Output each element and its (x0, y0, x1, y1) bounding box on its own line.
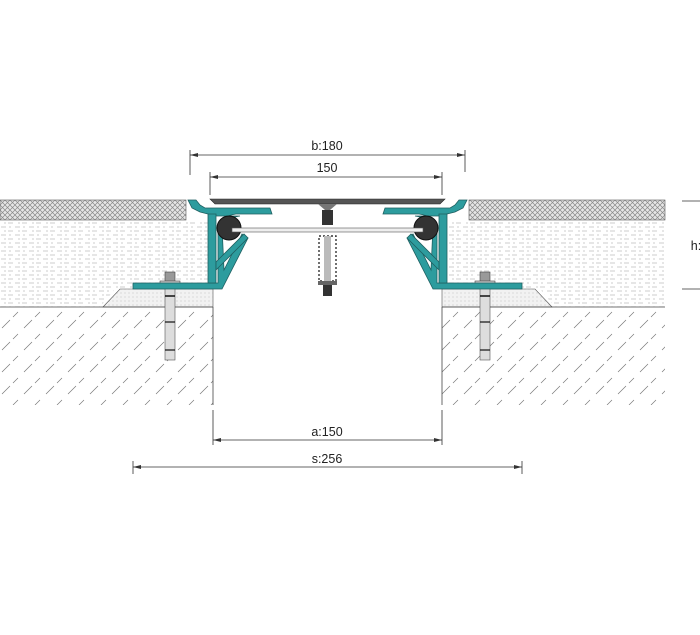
spring-screw (318, 204, 337, 296)
dimension-h: h: (682, 200, 700, 290)
right-slab (441, 199, 666, 405)
dimension-b-label: b:180 (311, 139, 342, 153)
dimension-inner: 150 (209, 161, 443, 195)
dimension-h-label: h: (691, 239, 700, 253)
dimension-s: s:256 (132, 452, 523, 474)
dimension-b: b:180 (189, 139, 466, 175)
dimension-s-label: s:256 (312, 452, 343, 466)
connecting-rod (231, 227, 424, 233)
cover-plate (209, 198, 446, 205)
left-slab (0, 199, 214, 405)
dimension-inner-label: 150 (317, 161, 338, 175)
dimension-a: a:150 (212, 410, 443, 445)
dimension-a-label: a:150 (311, 425, 342, 439)
